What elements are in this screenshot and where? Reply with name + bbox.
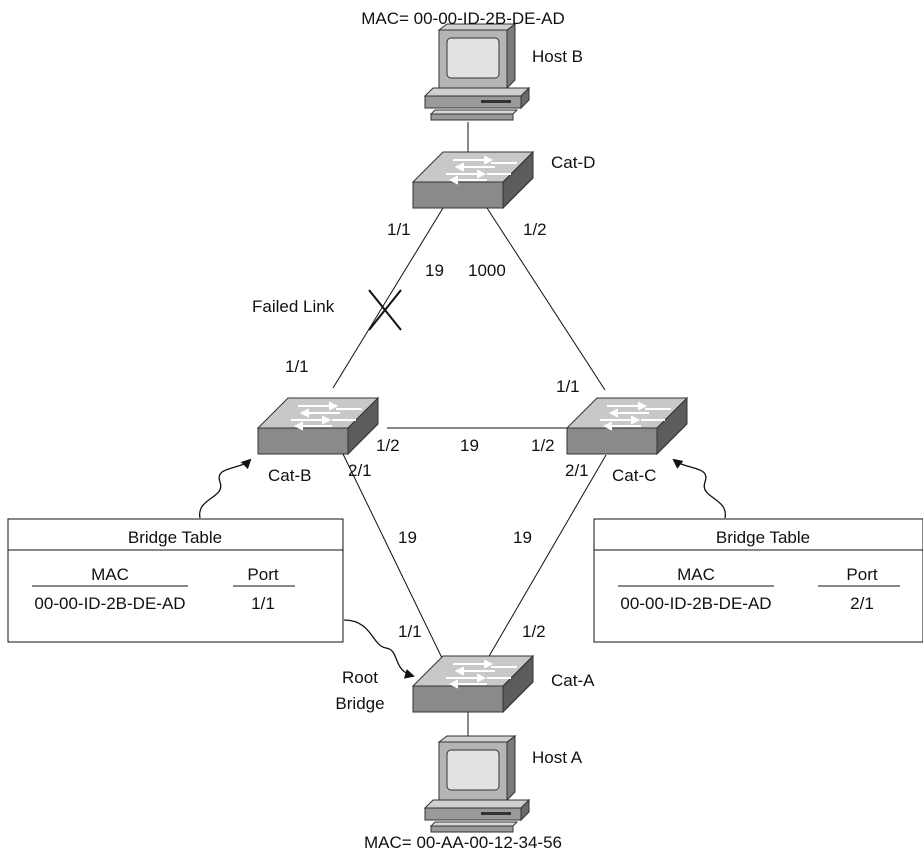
bridge-table-left-row-port: 1/1 xyxy=(251,594,275,613)
cost-catb-cata: 19 xyxy=(398,528,417,547)
root-bridge-line1: Root xyxy=(342,668,378,687)
cost-catd-catb: 19 xyxy=(425,261,444,280)
host-a-mac: MAC= 00-AA-00-12-34-56 xyxy=(364,833,562,852)
cat-a-switch-icon xyxy=(412,655,534,713)
arrow-table-left-to-cat-a xyxy=(343,619,415,679)
cat-c-label: Cat-C xyxy=(612,466,656,485)
bridge-table-right-title: Bridge Table xyxy=(716,528,810,547)
cat-c-port-1-2: 1/2 xyxy=(531,436,555,455)
arrow-table-right-to-cat-c xyxy=(672,458,726,519)
link-catd-catc xyxy=(486,207,606,391)
host-a-pc-icon xyxy=(424,735,530,833)
bridge-table-right-col-port: Port xyxy=(846,565,877,584)
cat-b-port-1-2: 1/2 xyxy=(376,436,400,455)
cost-catb-catc: 19 xyxy=(460,436,479,455)
bridge-table-right-row-mac: 00-00-ID-2B-DE-AD xyxy=(620,594,771,613)
bridge-table-left-title: Bridge Table xyxy=(128,528,222,547)
host-b-label: Host B xyxy=(532,47,583,66)
cat-d-port-1-1: 1/1 xyxy=(387,220,411,239)
bridge-table-right-col-mac: MAC xyxy=(677,565,715,584)
bridge-table-right: Bridge Table MAC Port 00-00-ID-2B-DE-AD … xyxy=(593,518,923,643)
link-catb-cata xyxy=(342,453,443,659)
failed-link-label: Failed Link xyxy=(252,297,335,316)
link-catd-catb xyxy=(332,207,444,389)
cat-b-port-1-1: 1/1 xyxy=(285,357,309,376)
cat-b-switch-icon xyxy=(257,397,379,455)
cat-b-label: Cat-B xyxy=(268,466,311,485)
root-bridge-line2: Bridge xyxy=(335,694,384,713)
cat-c-switch-icon xyxy=(566,397,688,455)
host-a-label: Host A xyxy=(532,748,583,767)
cost-catc-cata: 19 xyxy=(513,528,532,547)
failed-link-marker xyxy=(368,289,402,331)
bridge-table-left-col-port: Port xyxy=(247,565,278,584)
bridge-table-left-row-mac: 00-00-ID-2B-DE-AD xyxy=(34,594,185,613)
cat-d-label: Cat-D xyxy=(551,153,595,172)
bridge-table-right-row-port: 2/1 xyxy=(850,594,874,613)
cat-a-port-1-1: 1/1 xyxy=(398,622,422,641)
link-catc-cata xyxy=(487,454,607,659)
bridge-table-left: Bridge Table MAC Port 00-00-ID-2B-DE-AD … xyxy=(7,518,344,643)
cat-d-port-1-2: 1/2 xyxy=(523,220,547,239)
cost-catd-catc: 1000 xyxy=(468,261,506,280)
cat-d-switch-icon xyxy=(412,151,534,209)
arrow-table-left-to-cat-b xyxy=(199,458,252,519)
cat-c-port-2-1: 2/1 xyxy=(565,461,589,480)
cat-a-label: Cat-A xyxy=(551,671,595,690)
cat-a-port-1-2: 1/2 xyxy=(522,622,546,641)
host-b-mac: MAC= 00-00-ID-2B-DE-AD xyxy=(361,9,565,28)
cat-b-port-2-1: 2/1 xyxy=(348,461,372,480)
host-b-pc-icon xyxy=(424,23,530,121)
bridge-table-left-col-mac: MAC xyxy=(91,565,129,584)
cat-c-port-1-1: 1/1 xyxy=(556,377,580,396)
